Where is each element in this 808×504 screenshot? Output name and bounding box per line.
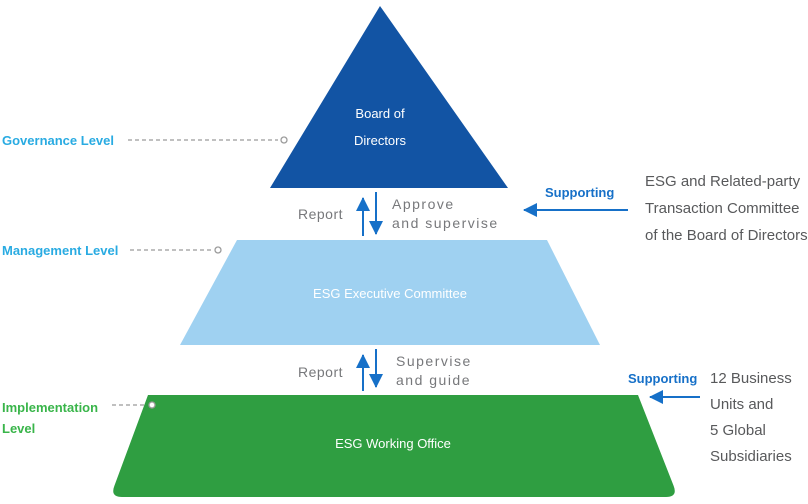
approve-supervise-label: Approve and supervise (392, 195, 499, 233)
implementation-level-label: Implementation Level (2, 400, 99, 436)
governance-level-label: Governance Level (2, 133, 114, 148)
tier1-label: Board of Directors (330, 100, 430, 154)
supporting-lower-text: 12 Business Units and 5 Global Subsidiar… (710, 366, 808, 470)
supporting-upper-line1: ESG and Related-party (645, 173, 801, 190)
approve-line2: and supervise (392, 215, 499, 231)
tier3-label: ESG Working Office (335, 436, 451, 451)
supporting-lower-label: Supporting (628, 371, 698, 386)
report-label-lower: Report (298, 364, 344, 380)
supporting-lower-line1: 12 Business (710, 370, 792, 387)
tier1-label-line1: Board of (355, 106, 405, 121)
supporting-upper-text: ESG and Related-party Transaction Commit… (645, 168, 808, 249)
management-level-label: Management Level (2, 243, 119, 258)
tier2-label: ESG Executive Committee (313, 286, 467, 301)
supporting-lower-line3: 5 Global (710, 422, 766, 439)
tier3-trapezoid-shape (113, 395, 675, 497)
supporting-upper-line2: Transaction Committee (645, 200, 800, 217)
implementation-leader-circle (148, 401, 156, 409)
management-leader-circle (214, 246, 222, 254)
supporting-upper-line3: of the Board of Directors (645, 227, 808, 244)
supervise-guide-label: Supervise and guide (396, 352, 472, 390)
supporting-lower-line4: Subsidiaries (710, 448, 792, 465)
tier1-triangle-shape (270, 6, 508, 188)
approve-line1: Approve (392, 196, 455, 212)
supervise-line1: Supervise (396, 353, 472, 369)
report-label-upper: Report (298, 206, 344, 222)
supervise-line2: and guide (396, 372, 472, 388)
supporting-upper-label: Supporting (545, 185, 615, 200)
governance-leader-circle (280, 136, 288, 144)
tier2-trapezoid-shape (180, 240, 600, 345)
tier1-label-line2: Directors (353, 133, 406, 148)
supporting-lower-line2: Units and (710, 396, 774, 413)
